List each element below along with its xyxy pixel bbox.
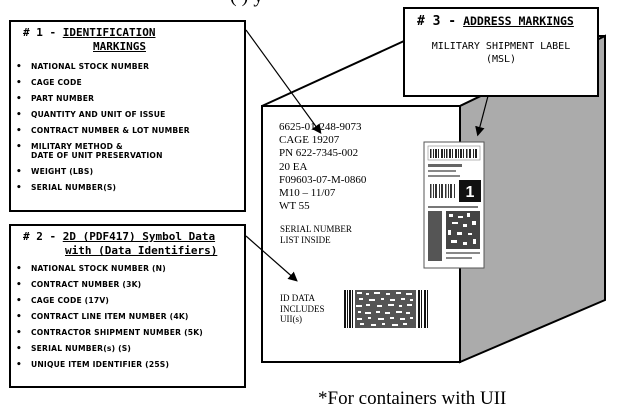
list-item-text: SERIAL NUMBER(s) (S) <box>31 344 132 353</box>
2d-symbol-data-panel: # 2 - 2D (PDF417) Symbol Data with (Data… <box>9 224 246 388</box>
arrow-identification <box>245 29 322 134</box>
list-item-text: WEIGHT (LBS) <box>31 167 94 176</box>
list-item: • SERIAL NUMBER(s) (S) <box>11 344 244 354</box>
box-marking-line: CAGE 19207 <box>279 134 340 147</box>
bullet-icon: • <box>16 360 22 370</box>
list-item-text: CONTRACT NUMBER (3K) <box>31 280 142 289</box>
military-shipment-label-image: 1 <box>423 141 485 269</box>
list-item-text: SERIAL NUMBER(S) <box>31 183 117 192</box>
list-item-text: DATE OF UNIT PRESERVATION <box>31 151 163 160</box>
panel2-title-line1: 2D (PDF417) Symbol Data <box>62 230 216 243</box>
arrow-address <box>475 95 489 137</box>
box-id-data-note: ID DATA INCLUDES UII(s) <box>280 293 325 325</box>
bullet-icon: • <box>16 344 22 354</box>
identification-markings-panel: # 1 - IDENTIFICATION MARKINGS • NATIONAL … <box>9 20 246 212</box>
list-item: • SERIAL NUMBER(S) <box>11 183 244 193</box>
list-item: • UNIQUE ITEM IDENTIFIER (25S) <box>11 360 244 370</box>
list-item-text: CONTRACT LINE ITEM NUMBER (4K) <box>31 312 189 321</box>
pdf417-symbol <box>342 289 430 329</box>
list-item-text: CAGE CODE <box>31 78 82 87</box>
bullet-icon: • <box>16 296 22 306</box>
list-item: • CONTRACT NUMBER & LOT NUMBER <box>11 126 244 136</box>
box-marking-line: 6625-01-248-9073 <box>279 121 362 133</box>
box-marking-line: PN 622-7345-002 <box>279 147 359 160</box>
serial-note-line1: SERIAL NUMBER <box>280 224 352 234</box>
serial-note-line2: LIST INSIDE <box>280 234 331 245</box>
arrow-2d-symbol <box>245 235 298 282</box>
label-digit: 1 <box>466 184 475 201</box>
list-item: • CONTRACT NUMBER (3K) <box>11 280 244 290</box>
list-item: • WEIGHT (LBS) <box>11 167 244 177</box>
bullet-icon: • <box>16 328 22 338</box>
list-item-text: CAGE CODE (17V) <box>31 296 110 305</box>
panel1-title-line1: IDENTIFICATION <box>62 26 156 39</box>
list-item-text: PART NUMBER <box>31 94 95 103</box>
box-marking-line: WT 55 <box>279 200 310 213</box>
list-item-text: CONTRACTOR SHIPMENT NUMBER (5K) <box>31 328 203 337</box>
bullet-icon: • <box>16 280 22 290</box>
box-marking-line: M10 – 11/07 <box>279 187 336 200</box>
list-item-text: CONTRACT NUMBER & LOT NUMBER <box>31 126 190 135</box>
panel2-number: # 2 - <box>23 230 57 243</box>
box-marking-line: F09603-07-M-0860 <box>279 173 367 186</box>
bullet-icon: • <box>16 142 22 152</box>
panel1-header: # 1 - IDENTIFICATION MARKINGS <box>11 22 244 56</box>
bullet-icon: • <box>16 264 22 274</box>
address-markings-panel: # 3 - ADDRESS MARKINGS MILITARY SHIPMENT… <box>403 7 599 97</box>
list-item: • QUANTITY AND UNIT OF ISSUE <box>11 110 244 120</box>
cut-off-heading: ( ) y <box>230 0 263 8</box>
panel2-header: # 2 - 2D (PDF417) Symbol Data with (Data… <box>11 226 244 260</box>
list-item-text: MILITARY METHOD & <box>31 142 123 151</box>
panel1-number: # 1 - <box>23 26 57 39</box>
panel3-line2: (MSL) <box>485 54 517 65</box>
2d-symbol-list: • NATIONAL STOCK NUMBER (N) • CONTRACT NUMB… <box>11 264 244 370</box>
list-item: • CONTRACTOR SHIPMENT NUMBER (5K) <box>11 328 244 338</box>
panel3-number: # 3 - <box>417 14 457 29</box>
list-item-text: NATIONAL STOCK NUMBER <box>31 62 150 71</box>
list-item-text: UNIQUE ITEM IDENTIFIER (25S) <box>31 360 170 369</box>
list-item: • NATIONAL STOCK NUMBER (N) <box>11 264 244 274</box>
bullet-icon: • <box>16 183 22 193</box>
panel3-title: ADDRESS MARKINGS <box>463 14 574 28</box>
panel2-title-line2: with (Data Identifiers) <box>65 244 218 257</box>
bullet-icon: • <box>16 126 22 136</box>
id-data-line2: INCLUDES <box>280 303 325 314</box>
bullet-icon: • <box>16 312 22 322</box>
identification-list: • NATIONAL STOCK NUMBER • CAGE CODE • PART NU… <box>11 62 244 193</box>
id-data-line1: ID DATA <box>280 293 316 303</box>
list-item: • NATIONAL STOCK NUMBER <box>11 62 244 72</box>
list-item: • MILITARY METHOD &DATE OF UNIT PRESERVAT… <box>11 142 244 160</box>
footer-note: *For containers with UII <box>318 388 507 409</box>
list-item: • CAGE CODE (17V) <box>11 296 244 306</box>
list-item: • CONTRACT LINE ITEM NUMBER (4K) <box>11 312 244 322</box>
bullet-icon: • <box>16 78 22 88</box>
bullet-icon: • <box>16 94 22 104</box>
bullet-icon: • <box>16 62 22 72</box>
list-item-text: NATIONAL STOCK NUMBER (N) <box>31 264 166 273</box>
panel3-line1: MILITARY SHIPMENT LABEL <box>431 41 571 52</box>
bullet-icon: • <box>16 167 22 177</box>
id-data-line3: UII(s) <box>280 314 302 325</box>
box-marking-line: 20 EA <box>279 160 308 173</box>
panel1-title-line2: MARKINGS <box>93 40 146 53</box>
panel3-header: # 3 - ADDRESS MARKINGS <box>405 9 597 29</box>
list-item: • PART NUMBER <box>11 94 244 104</box>
list-item-text: QUANTITY AND UNIT OF ISSUE <box>31 110 166 119</box>
bullet-icon: • <box>16 110 22 120</box>
box-serial-note: SERIAL NUMBER LIST INSIDE <box>280 224 352 245</box>
list-item: • CAGE CODE <box>11 78 244 88</box>
